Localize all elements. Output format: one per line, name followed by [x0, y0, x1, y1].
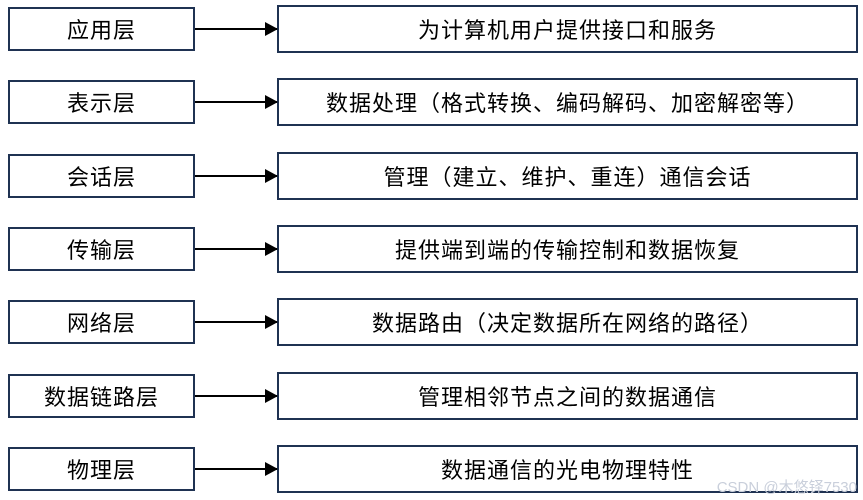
- layer-description: 数据路由（决定数据所在网络的路径）: [371, 311, 763, 337]
- layer-box-presentation: 表示层: [8, 80, 195, 125]
- layer-row-physical: 物理层 数据通信的光电物理特性: [8, 444, 858, 493]
- layer-row-network: 网络层 数据路由（决定数据所在网络的路径）: [8, 298, 858, 347]
- right-arrow-icon: [195, 388, 278, 403]
- layer-description: 管理相邻节点之间的数据通信: [417, 384, 717, 410]
- description-box-presentation: 数据处理（格式转换、编码解码、加密解密等）: [277, 78, 858, 127]
- description-box-datalink: 管理相邻节点之间的数据通信: [277, 371, 858, 420]
- description-box-network: 数据路由（决定数据所在网络的路径）: [277, 298, 858, 347]
- right-arrow-icon: [195, 315, 278, 330]
- layer-description: 数据处理（格式转换、编码解码、加密解密等）: [325, 91, 809, 117]
- right-arrow-icon: [195, 168, 278, 183]
- description-box-transport: 提供端到端的传输控制和数据恢复: [277, 224, 858, 273]
- description-box-physical: 数据通信的光电物理特性: [277, 444, 858, 493]
- layer-row-presentation: 表示层 数据处理（格式转换、编码解码、加密解密等）: [8, 78, 858, 127]
- layer-box-physical: 物理层: [8, 446, 195, 491]
- layer-label: 物理层: [66, 457, 136, 483]
- layer-label: 会话层: [66, 164, 136, 190]
- right-arrow-icon: [195, 241, 278, 256]
- layer-row-transport: 传输层 提供端到端的传输控制和数据恢复: [8, 224, 858, 273]
- layer-label: 应用层: [66, 18, 136, 43]
- layer-box-application: 应用层: [8, 7, 195, 51]
- layer-box-datalink: 数据链路层: [8, 373, 195, 418]
- layer-label: 网络层: [66, 311, 136, 337]
- description-box-application: 为计算机用户提供接口和服务: [277, 5, 858, 53]
- layer-row-application: 应用层 为计算机用户提供接口和服务: [8, 5, 858, 53]
- layer-description: 管理（建立、维护、重连）通信会话: [383, 164, 752, 190]
- layer-label: 数据链路层: [43, 384, 159, 410]
- right-arrow-icon: [195, 22, 278, 36]
- layer-box-transport: 传输层: [8, 226, 195, 271]
- layer-box-session: 会话层: [8, 153, 195, 198]
- description-box-session: 管理（建立、维护、重连）通信会话: [277, 151, 858, 200]
- layer-description: 提供端到端的传输控制和数据恢复: [394, 237, 740, 263]
- layer-label: 表示层: [66, 91, 136, 117]
- layer-box-network: 网络层: [8, 300, 195, 345]
- right-arrow-icon: [195, 95, 278, 110]
- layer-label: 传输层: [66, 237, 136, 263]
- layer-description: 为计算机用户提供接口和服务: [417, 18, 717, 43]
- layer-description: 数据通信的光电物理特性: [440, 457, 694, 483]
- layer-row-session: 会话层 管理（建立、维护、重连）通信会话: [8, 151, 858, 200]
- layer-row-datalink: 数据链路层 管理相邻节点之间的数据通信: [8, 371, 858, 420]
- right-arrow-icon: [195, 461, 278, 476]
